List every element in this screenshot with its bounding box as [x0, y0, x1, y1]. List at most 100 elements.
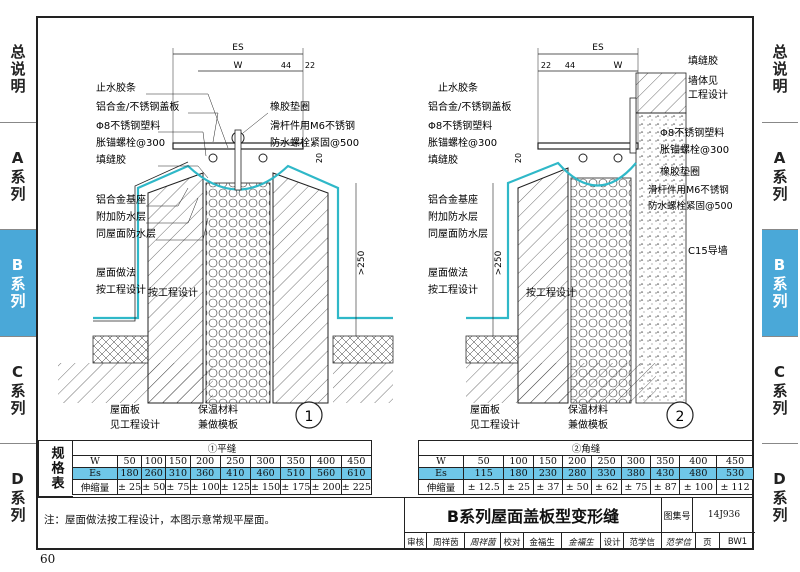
- table-cell: 200: [562, 455, 593, 468]
- d1-bottom-left-1: 见工程设计: [110, 418, 160, 431]
- reviewer-name: 周祥茵: [427, 533, 466, 550]
- corner-row-expansion: 伸缩量 ± 12.5± 25± 37± 50± 62± 75± 87± 100±…: [418, 479, 754, 495]
- tab-series-d[interactable]: D系列: [8, 470, 27, 524]
- table-cell: W: [72, 455, 118, 468]
- d1-label-right-1: 滑杆件用M6不锈钢: [270, 119, 355, 132]
- d2-bottom-left-1: 见工程设计: [470, 418, 520, 431]
- d2-label-7: 同屋面防水层: [428, 227, 488, 240]
- d2-label-right-0: 填缝胶: [688, 54, 718, 67]
- d2-bottom-right-0: 保温材料: [568, 403, 608, 416]
- detail-2: ES W 22 44 20 >250 止水胶条 铝合金/不锈钢盖板 Φ8不锈钢塑…: [428, 43, 733, 431]
- d1-label-right-2: 防水螺栓紧固@500: [270, 136, 359, 149]
- d2-label-8: 屋面做法: [428, 266, 468, 279]
- table-cell: 50: [462, 455, 505, 468]
- tab-series-b-right[interactable]: B系列: [762, 230, 798, 337]
- atlas-number: 14J936: [693, 498, 755, 533]
- insulation: [205, 182, 271, 404]
- d1-label-7: 同屋面防水层: [96, 227, 156, 240]
- upstand-left: [147, 172, 204, 404]
- table-cell: ± 100: [679, 479, 718, 495]
- table-cell: ± 112: [716, 479, 754, 495]
- tab-series-c[interactable]: C系列: [0, 337, 36, 444]
- d1-label-0: 止水胶条: [96, 81, 136, 94]
- table-cell: ± 25: [503, 479, 534, 495]
- table-cell: 180: [116, 467, 143, 480]
- table-cell: 280: [562, 467, 593, 480]
- drawing-note: 注：屋面做法按工程设计，本图示意常规平屋面。: [44, 514, 275, 526]
- right-section-tabs: 总说明 A系列 B系列 C系列 D系列: [762, 16, 798, 550]
- table-cell: 610: [340, 467, 373, 480]
- title-block: B系列屋面盖板型变形缝 图集号 14J936 审核 周祥茵 周祥茵 校对 金福生…: [404, 498, 755, 550]
- d1-label-6: 附加防水层: [96, 210, 146, 223]
- d2-label-right-1: 墙体见: [688, 74, 718, 87]
- table-cell: 300: [620, 455, 652, 468]
- table-cell: 530: [716, 467, 754, 480]
- table-cell: 360: [189, 467, 221, 480]
- d1-bottom-right-1: 兼做模板: [198, 418, 238, 431]
- d2-label-0: 止水胶条: [438, 81, 478, 94]
- dim-w-2: W: [614, 61, 623, 71]
- tab-series-b[interactable]: B系列: [0, 230, 36, 337]
- table-cell: 330: [591, 467, 622, 480]
- d2-bottom-right-1: 兼做模板: [568, 418, 608, 431]
- wall-bracket: [629, 97, 637, 154]
- tab-series-a-right[interactable]: A系列: [762, 123, 798, 230]
- table-cell: 350: [280, 455, 312, 468]
- check-label: 校对: [501, 533, 524, 550]
- d1-bottom-left-0: 屋面板: [110, 403, 140, 416]
- detail-1-marker: [295, 401, 323, 429]
- tab-general[interactable]: 总说明: [0, 16, 36, 123]
- table-cell: 250: [591, 455, 622, 468]
- table-cell: 400: [679, 455, 718, 468]
- signature-row: 审核 周祥茵 周祥茵 校对 金福生 金福生 设计 范学信 范学信 页 BW1: [405, 533, 755, 550]
- table-cell: 250: [219, 455, 251, 468]
- membrane-2: [466, 161, 637, 320]
- upstand-2: [517, 167, 569, 404]
- cover-plate-2: [537, 142, 639, 150]
- table-cell: ± 125: [219, 479, 251, 495]
- table-cell: 510: [280, 467, 312, 480]
- table-cell: 430: [650, 467, 681, 480]
- table-cell: 150: [532, 455, 564, 468]
- table-cell: 450: [340, 455, 373, 468]
- table-cell: 260: [141, 467, 167, 480]
- d2-label-right-2: 工程设计: [688, 88, 728, 101]
- d2-label-4: 填缝胶: [428, 153, 458, 166]
- tab-series-c-right[interactable]: C系列: [762, 337, 798, 444]
- d2-label-1: 铝合金/不锈钢盖板: [428, 100, 511, 113]
- table-cell: 450: [716, 455, 754, 468]
- d2-label-right-4: 胀锚螺栓@300: [660, 143, 729, 156]
- table-cell: 300: [249, 455, 282, 468]
- d1-label-2: Φ8不锈钢塑料: [96, 119, 160, 132]
- left-section-tabs: 总说明 A系列 B系列 C系列 D系列: [0, 16, 36, 550]
- d1-bottom-right-0: 保温材料: [198, 403, 238, 416]
- tab-series-a[interactable]: A系列: [0, 123, 36, 230]
- d2-label-9: 按工程设计: [428, 283, 478, 296]
- d1-label-9: 按工程设计: [96, 283, 146, 296]
- tab-series-d-right[interactable]: D系列: [770, 470, 789, 524]
- dim-22-2: 22: [541, 61, 551, 70]
- table-cell: ± 150: [249, 479, 282, 495]
- table-cell: 100: [141, 455, 167, 468]
- table-cell: ± 200: [310, 479, 342, 495]
- d2-label-3: 胀锚螺栓@300: [428, 136, 497, 149]
- table-cell: 伸缩量: [72, 479, 118, 495]
- insulation-2: [570, 177, 632, 404]
- detail-drawings: ES W 44 22 20 >250 止水胶条 铝合金/不锈钢盖板 Φ8不锈钢塑…: [58, 43, 733, 431]
- tab-general-right[interactable]: 总说明: [762, 16, 798, 123]
- table-cell: 115: [462, 467, 505, 480]
- page-label: 页: [696, 533, 721, 550]
- reviewer-signature: 周祥茵: [465, 533, 502, 550]
- d2-label-right-6: 滑杆件用M6不锈钢: [648, 184, 729, 196]
- d2-bottom-left-0: 屋面板: [470, 403, 500, 416]
- bolt: [234, 129, 242, 191]
- drawing-title: B系列屋面盖板型变形缝: [405, 498, 662, 533]
- table-cell: ± 50: [141, 479, 167, 495]
- d2-label-right-5: 橡胶垫圈: [660, 165, 700, 178]
- dim-44-1: 44: [281, 61, 291, 70]
- table-cell: 480: [679, 467, 718, 480]
- dim-250-1: >250: [357, 250, 367, 275]
